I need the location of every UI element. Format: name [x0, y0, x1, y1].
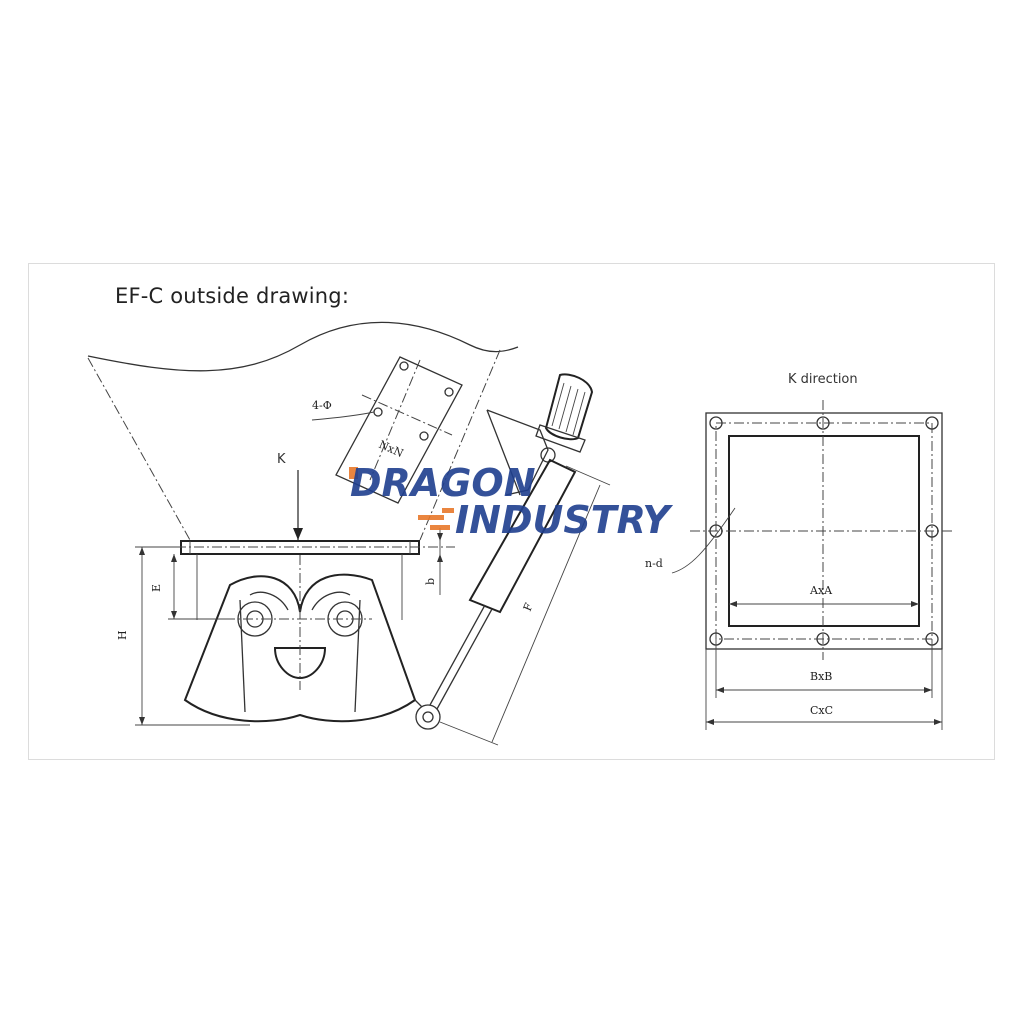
- k-direction-heading: K direction: [788, 372, 858, 387]
- dimension-bxb: BxB: [715, 639, 933, 698]
- k-direction-arrow: K: [277, 452, 303, 540]
- hopper-outline: [87, 321, 519, 541]
- dimension-b: b: [424, 528, 443, 595]
- label-k: K: [277, 452, 286, 467]
- watermark-line2: INDUSTRY: [455, 498, 673, 542]
- dimension-e: E: [150, 554, 230, 620]
- label-e: E: [150, 584, 163, 592]
- dragon-industry-watermark: DRAGON INDUSTRY: [349, 461, 673, 542]
- label-n-d-leader: n-d: [645, 507, 736, 574]
- label-f: F: [521, 601, 536, 613]
- drawing-frame: [28, 263, 995, 760]
- label-cxc: CxC: [810, 704, 833, 717]
- valve-body: [183, 554, 417, 723]
- top-flange: [140, 540, 455, 555]
- label-n-d: n-d: [645, 557, 663, 570]
- label-4-phi: 4-Φ: [312, 399, 332, 412]
- dimension-cxc: CxC: [705, 649, 943, 730]
- label-b: b: [424, 578, 437, 585]
- label-axa: AxA: [809, 584, 833, 597]
- dimension-axa: AxA: [729, 584, 919, 607]
- label-h: H: [116, 630, 129, 640]
- drawing-title: EF-C outside drawing:: [115, 284, 350, 308]
- actuator: [414, 373, 594, 730]
- bolt-holes: [709, 416, 939, 646]
- k-view-flange: [690, 400, 955, 660]
- label-nxn: NxN: [377, 438, 406, 460]
- label-bxb: BxB: [810, 670, 832, 683]
- dimension-h: H: [116, 546, 250, 726]
- dimension-f: F: [439, 465, 611, 746]
- watermark-line1: DRAGON: [350, 461, 536, 505]
